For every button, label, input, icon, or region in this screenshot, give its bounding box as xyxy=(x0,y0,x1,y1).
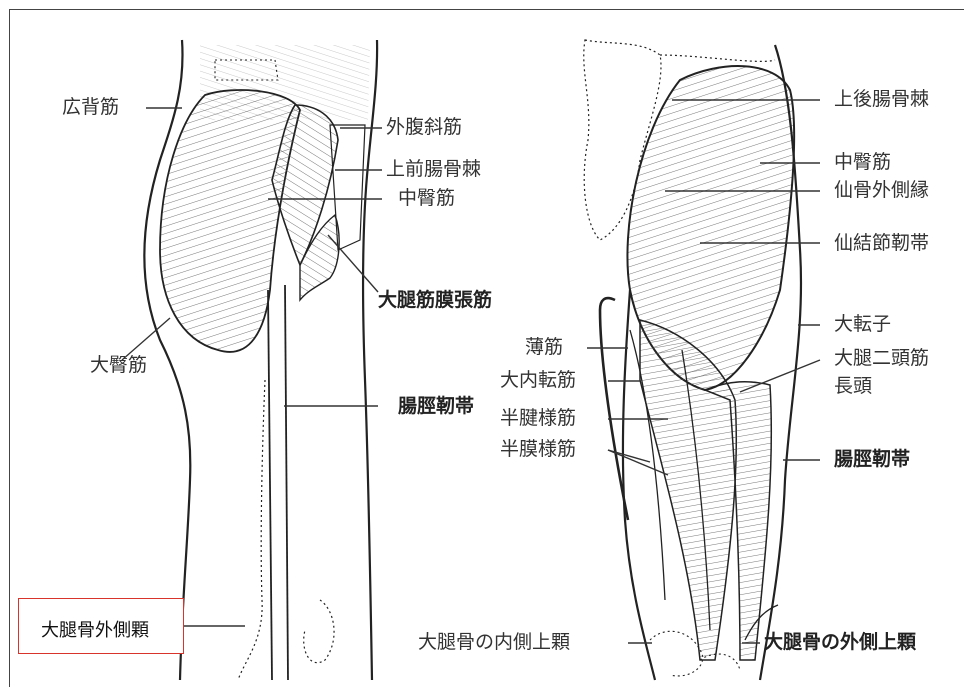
right-leg-drawing xyxy=(584,40,801,680)
label-semimembranosus: 半膜様筋 xyxy=(500,440,576,459)
label-gluteus-medius-left: 中臀筋 xyxy=(398,189,455,208)
label-external-oblique: 外腹斜筋 xyxy=(386,118,462,137)
label-it-band-right: 腸脛靭帯 xyxy=(834,450,910,469)
label-tensor-fasciae-latae: 大腿筋膜張筋 xyxy=(378,291,492,310)
label-greater-trochanter: 大転子 xyxy=(834,315,891,334)
callout-label: 大腿骨外側顆 xyxy=(41,616,149,642)
label-asis: 上前腸骨棘 xyxy=(386,160,481,179)
label-biceps-femoris: 大腿二頭筋 xyxy=(834,349,929,368)
label-sacrum-lateral-border: 仙骨外側縁 xyxy=(834,181,929,200)
label-gracilis: 薄筋 xyxy=(525,338,563,357)
label-adductor-magnus: 大内転筋 xyxy=(500,371,576,390)
label-latissimus-dorsi: 広背筋 xyxy=(62,98,119,117)
label-medial-epicondyle: 大腿骨の内側上顆 xyxy=(418,633,570,652)
left-leg-drawing xyxy=(144,40,377,680)
label-gluteus-medius-right: 中臀筋 xyxy=(834,153,891,172)
label-it-band-left: 腸脛靭帯 xyxy=(398,397,474,416)
label-biceps-femoris-long-head: 長頭 xyxy=(834,377,872,396)
label-gluteus-maximus: 大臀筋 xyxy=(90,356,147,375)
callout-box: 大腿骨外側顆 xyxy=(18,598,184,654)
label-sacrotuberous-ligament: 仙結節靭帯 xyxy=(834,234,929,253)
label-lateral-epicondyle: 大腿骨の外側上顆 xyxy=(764,633,916,652)
label-semitendinosus: 半腱様筋 xyxy=(500,409,576,428)
label-psis: 上後腸骨棘 xyxy=(834,90,929,109)
